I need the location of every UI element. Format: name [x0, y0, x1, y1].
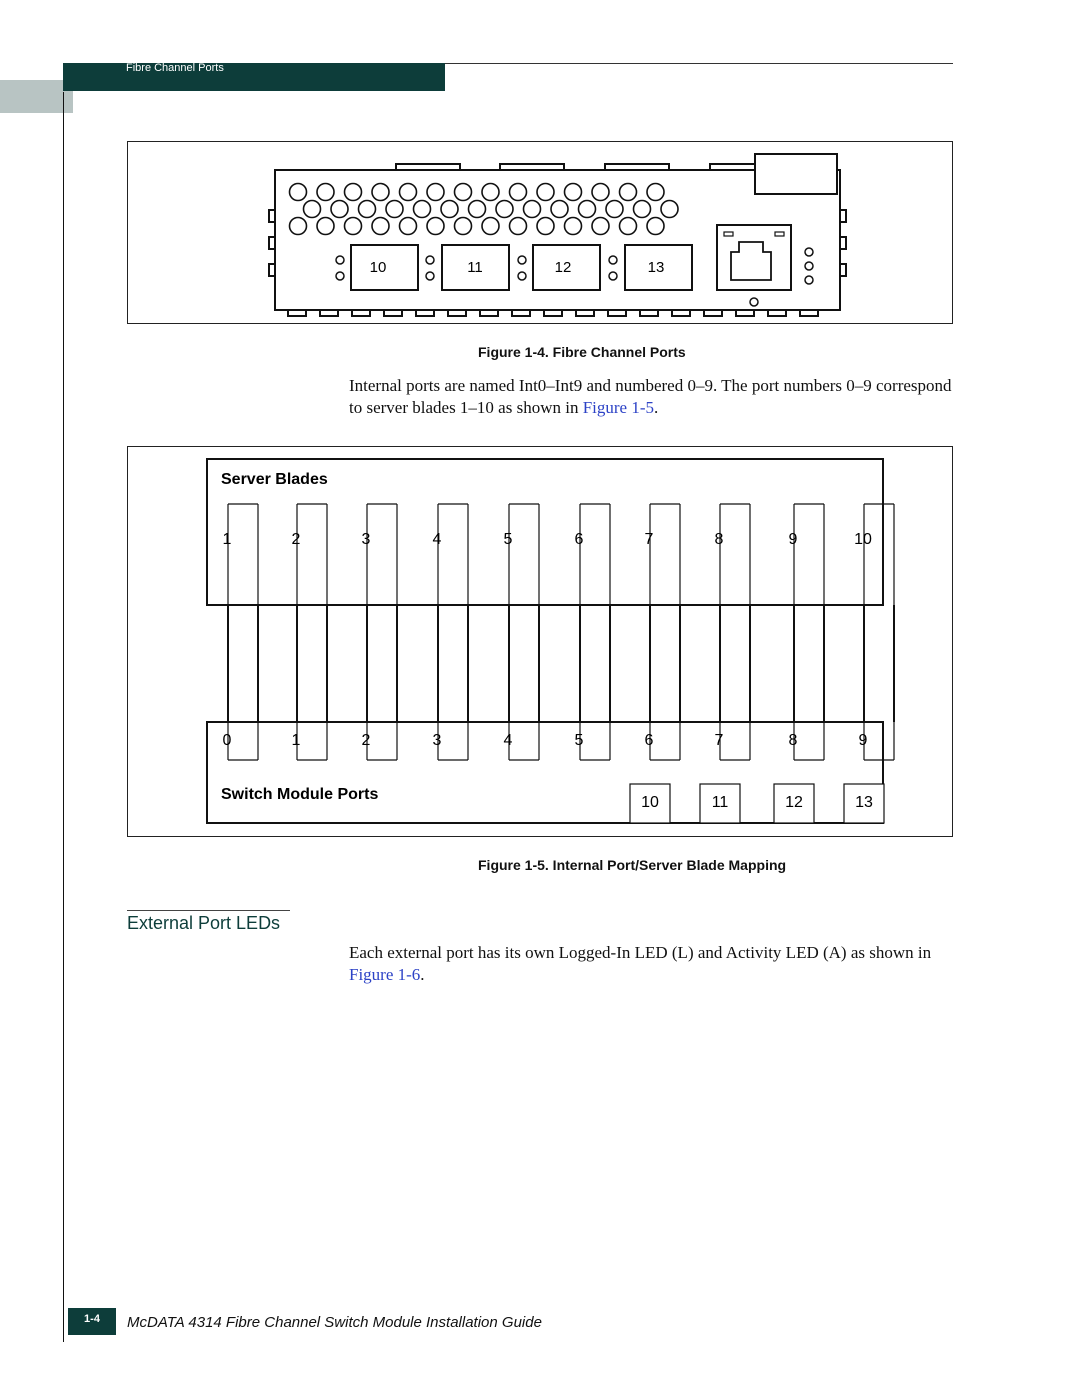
port-label: 4 [504, 732, 513, 749]
paragraph-external-leds: Each external port has its own Logged-In… [349, 942, 954, 986]
port-label: 1 [292, 732, 301, 749]
mapping-link-2 [366, 605, 398, 722]
switch-port-7: 7 [715, 722, 751, 761]
port-label-12: 12 [555, 259, 572, 276]
mapping-link-1 [296, 605, 328, 722]
server-blade-2: 2 [292, 503, 328, 605]
server-blade-10: 10 [854, 503, 895, 605]
port-label: 12 [785, 794, 803, 811]
server-blade-9: 9 [789, 503, 825, 605]
blade-label: 4 [433, 531, 442, 548]
mapping-link-3 [437, 605, 469, 722]
paragraph-text-end: . [654, 398, 659, 417]
blade-label: 2 [292, 531, 301, 548]
port-label-13: 13 [648, 259, 665, 276]
port-label: 9 [859, 732, 868, 749]
blade-label: 10 [854, 531, 872, 548]
switch-port-5: 5 [575, 722, 611, 761]
port-label: 13 [855, 794, 873, 811]
mapping-link-8 [793, 605, 825, 722]
switch-port-1: 1 [292, 722, 328, 761]
switch-port-9: 9 [859, 722, 895, 761]
mapping-link-7 [719, 605, 751, 722]
paragraph-text-end: . [420, 965, 425, 984]
corner-tab [0, 80, 73, 113]
switch-port-2: 2 [362, 722, 398, 761]
external-port-12: 12 [773, 783, 815, 824]
blade-label: 3 [362, 531, 371, 548]
mapping-link-5 [579, 605, 611, 722]
paragraph-text: Each external port has its own Logged-In… [349, 943, 932, 962]
port-label-11: 11 [467, 259, 483, 276]
blade-label: 9 [789, 531, 798, 548]
switch-ports-frame [206, 721, 884, 824]
port-label: 11 [712, 794, 729, 811]
port-label: 5 [575, 732, 584, 749]
switch-port-6: 6 [645, 722, 681, 761]
section-heading: External Port LEDs [127, 913, 281, 933]
figure-4-caption: Figure 1-4. Fibre Channel Ports [478, 344, 686, 360]
server-blade-8: 8 [715, 503, 751, 605]
port-label: 2 [362, 732, 371, 749]
paragraph-internal-ports: Internal ports are named Int0–Int9 and n… [349, 375, 954, 419]
blade-label: 5 [504, 531, 513, 548]
blade-label: 8 [715, 531, 724, 548]
section-rule [127, 910, 290, 911]
running-header: Fibre Channel Ports [126, 62, 224, 74]
blade-label: 6 [575, 531, 584, 548]
footer-title: McDATA 4314 Fibre Channel Switch Module … [127, 1314, 542, 1331]
mapping-link-6 [649, 605, 681, 722]
port-13-cage [624, 244, 693, 291]
blade-label: 1 [223, 531, 232, 548]
figure-5-caption: Figure 1-5. Internal Port/Server Blade M… [478, 857, 787, 873]
port-label: 0 [223, 732, 232, 749]
port-10-cage [350, 244, 419, 291]
port-label: 8 [789, 732, 798, 749]
server-blade-4: 4 [433, 503, 469, 605]
server-blade-1: 1 [223, 503, 259, 605]
switch-port-0: 0 [223, 722, 259, 761]
server-blades-frame [206, 458, 884, 606]
figure-1-5-link[interactable]: Figure 1-5 [582, 398, 655, 417]
port-label: 6 [645, 732, 654, 749]
page-number-tab [68, 1308, 116, 1335]
port-label: 3 [433, 732, 442, 749]
server-blade-3: 3 [362, 503, 398, 605]
header-bar [63, 63, 445, 91]
port-11-cage [441, 244, 510, 291]
switch-port-8: 8 [789, 722, 825, 761]
external-port-13: 13 [843, 783, 885, 824]
mapping-link-0 [227, 605, 259, 722]
mapping-link-9 [863, 605, 895, 722]
margin-rule [63, 92, 64, 1342]
page-number: 1-4 [84, 1313, 100, 1325]
switch-port-4: 4 [504, 722, 540, 761]
port-label: 10 [641, 794, 659, 811]
blade-label: 7 [645, 531, 654, 548]
mapping-link-4 [508, 605, 540, 722]
external-port-10: 10 [629, 783, 671, 824]
paragraph-text: Internal ports are named Int0–Int9 and n… [349, 376, 952, 417]
server-blade-5: 5 [504, 503, 540, 605]
figure-1-6-link[interactable]: Figure 1-6 [349, 965, 421, 984]
switch-port-3: 3 [433, 722, 469, 761]
figure-fibre-channel-ports: 10 11 12 13 [127, 141, 953, 324]
switch-faceplate-drawing: 10 11 12 13 [268, 153, 847, 317]
server-blade-6: 6 [575, 503, 611, 605]
port-12-cage [532, 244, 601, 291]
external-port-11: 11 [699, 783, 741, 824]
header-rule [445, 63, 953, 64]
server-blades-title: Server Blades [221, 471, 328, 488]
server-blade-7: 7 [645, 503, 681, 605]
port-label: 7 [715, 732, 724, 749]
port-label-10: 10 [370, 259, 387, 276]
switch-ports-title: Switch Module Ports [221, 786, 378, 803]
